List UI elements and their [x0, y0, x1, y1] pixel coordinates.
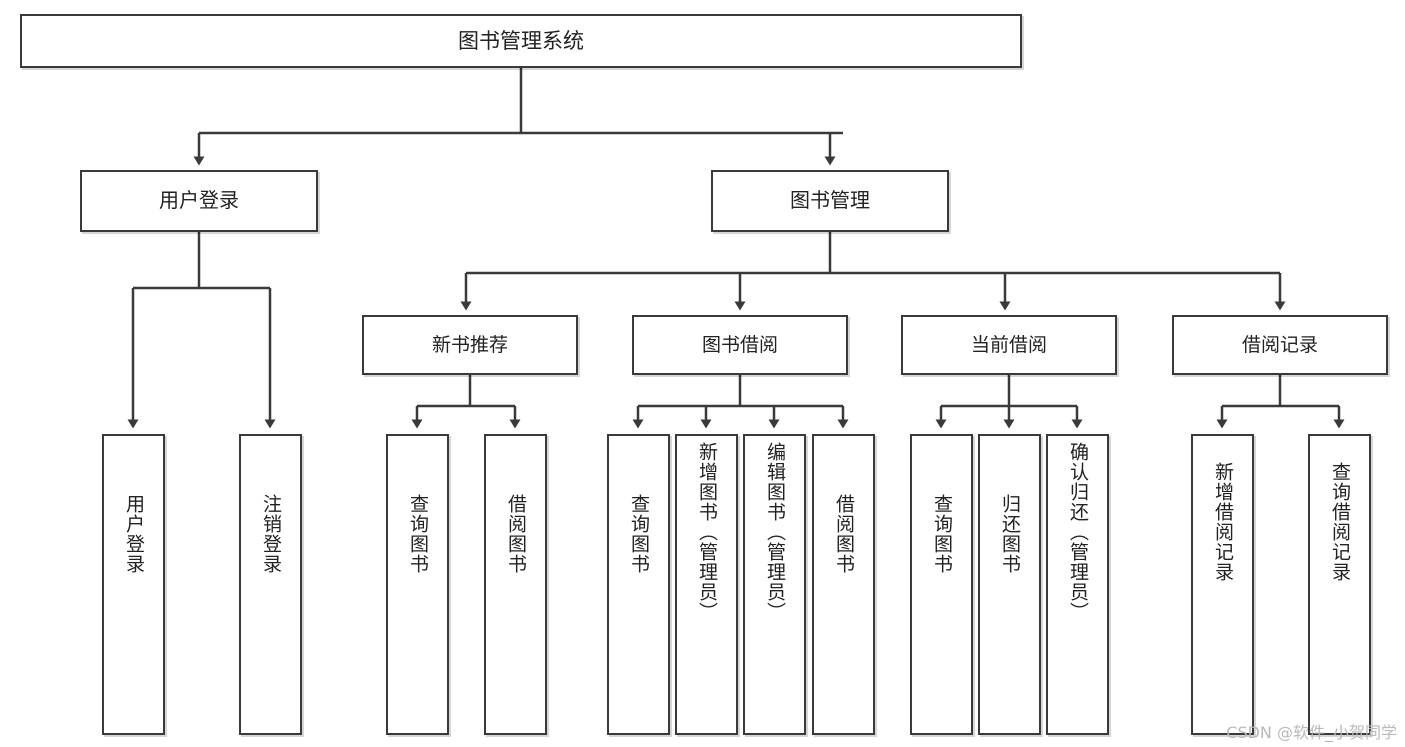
- node-current-borrow-label: 当前借阅: [970, 333, 1047, 356]
- node-leaf-borrow-query-book[interactable]: 查询图书: [607, 434, 670, 735]
- node-leaf-rec-borrow-book[interactable]: 借阅图书: [484, 434, 547, 735]
- node-leaf-borrow-edit-book-label: 编辑图书（管理员）: [763, 442, 786, 622]
- node-book-borrow[interactable]: 图书借阅: [632, 315, 848, 375]
- node-leaf-borrow-borrow-book-label: 借阅图书: [832, 494, 855, 574]
- node-leaf-current-query-book-label: 查询图书: [930, 494, 953, 574]
- node-leaf-record-query-label: 查询借阅记录: [1328, 462, 1351, 582]
- node-leaf-rec-borrow-book-label: 借阅图书: [504, 494, 527, 574]
- node-leaf-record-add-label: 新增借阅记录: [1211, 462, 1234, 582]
- node-leaf-current-query-book[interactable]: 查询图书: [910, 434, 973, 735]
- node-leaf-borrow-add-book-label: 新增图书（管理员）: [695, 442, 718, 622]
- node-borrow-record[interactable]: 借阅记录: [1172, 315, 1388, 375]
- node-new-book-rec[interactable]: 新书推荐: [362, 315, 578, 375]
- node-borrow-record-label: 借阅记录: [1241, 333, 1318, 356]
- node-leaf-borrow-add-book[interactable]: 新增图书（管理员）: [675, 434, 738, 735]
- node-leaf-user-logout[interactable]: 注销登录: [239, 434, 302, 735]
- node-leaf-user-login-label: 用户登录: [122, 494, 145, 574]
- csdn-watermark: CSDN @软件_小贺同学: [1226, 723, 1397, 742]
- node-leaf-record-query[interactable]: 查询借阅记录: [1308, 434, 1371, 735]
- node-root[interactable]: 图书管理系统: [20, 14, 1022, 68]
- node-book-manage-label: 图书管理: [790, 188, 870, 213]
- node-leaf-current-return-book[interactable]: 归还图书: [978, 434, 1041, 735]
- node-leaf-current-confirm-return[interactable]: 确认归还（管理员）: [1046, 434, 1109, 735]
- node-leaf-rec-query-book[interactable]: 查询图书: [386, 434, 449, 735]
- node-leaf-current-return-book-label: 归还图书: [998, 494, 1021, 574]
- node-user-login[interactable]: 用户登录: [80, 170, 318, 232]
- node-leaf-borrow-borrow-book[interactable]: 借阅图书: [812, 434, 875, 735]
- node-leaf-borrow-edit-book[interactable]: 编辑图书（管理员）: [743, 434, 806, 735]
- node-leaf-user-login[interactable]: 用户登录: [102, 434, 165, 735]
- node-user-login-label: 用户登录: [159, 188, 239, 213]
- node-book-borrow-label: 图书借阅: [701, 333, 778, 356]
- node-leaf-rec-query-book-label: 查询图书: [406, 494, 429, 574]
- node-leaf-borrow-query-book-label: 查询图书: [627, 494, 650, 574]
- node-current-borrow[interactable]: 当前借阅: [901, 315, 1117, 375]
- node-leaf-user-logout-label: 注销登录: [259, 494, 282, 574]
- node-leaf-record-add[interactable]: 新增借阅记录: [1191, 434, 1254, 735]
- node-leaf-current-confirm-return-label: 确认归还（管理员）: [1066, 442, 1089, 622]
- node-new-book-rec-label: 新书推荐: [431, 333, 508, 356]
- node-root-label: 图书管理系统: [458, 28, 584, 53]
- node-book-manage[interactable]: 图书管理: [711, 170, 949, 232]
